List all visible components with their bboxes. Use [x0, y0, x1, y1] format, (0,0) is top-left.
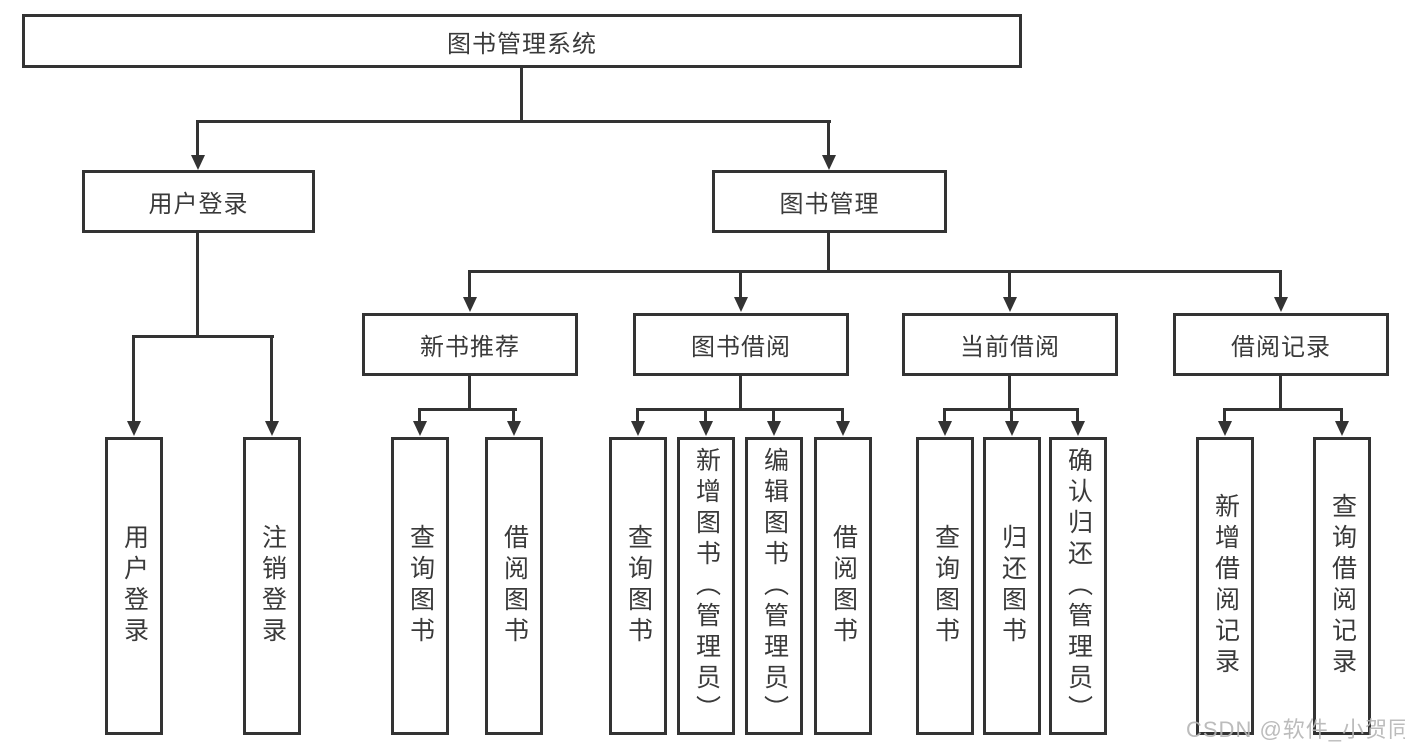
connector-line	[772, 408, 775, 423]
connector-line	[1340, 408, 1343, 423]
leaf-label: 确认归还（管理员）	[1064, 446, 1093, 726]
connector-line	[468, 376, 471, 408]
connector-line	[468, 270, 1282, 273]
leaf-label: 查询图书	[624, 524, 653, 648]
arrow-down-icon	[1071, 421, 1085, 436]
node-borrow-records: 借阅记录	[1173, 313, 1389, 376]
node-label: 图书管理系统	[447, 30, 597, 58]
connector-line	[1008, 270, 1011, 299]
node-label: 借阅记录	[1231, 334, 1331, 361]
connector-line	[704, 408, 707, 423]
node-label: 图书管理	[779, 191, 880, 218]
arrow-down-icon	[822, 155, 836, 170]
arrow-down-icon	[265, 421, 279, 436]
connector-line	[270, 335, 273, 423]
leaf-label: 注销登录	[258, 524, 287, 648]
leaf-add-borrow-record: 新增借阅记录	[1196, 437, 1254, 735]
connector-line	[197, 120, 831, 123]
connector-line	[841, 408, 844, 423]
leaf-query-book-current: 查询图书	[916, 437, 974, 735]
node-new-book-recommend: 新书推荐	[362, 313, 578, 376]
leaf-label: 新增借阅记录	[1211, 493, 1240, 679]
arrow-down-icon	[699, 421, 713, 436]
node-label: 当前借阅	[960, 334, 1060, 361]
connector-line	[418, 408, 517, 411]
connector-line	[196, 120, 199, 156]
connector-line	[739, 376, 742, 408]
node-user-login: 用户登录	[82, 170, 315, 233]
connector-line	[1279, 270, 1282, 299]
node-label: 新书推荐	[420, 334, 520, 361]
connector-line	[418, 408, 421, 423]
connector-line	[1076, 408, 1079, 423]
leaf-label: 查询图书	[406, 524, 435, 648]
arrow-down-icon	[1005, 421, 1019, 436]
arrow-down-icon	[836, 421, 850, 436]
leaf-borrow-book: 借阅图书	[814, 437, 872, 735]
connector-line	[636, 408, 639, 423]
arrow-down-icon	[1335, 421, 1349, 436]
connector-line	[196, 233, 199, 335]
arrow-down-icon	[631, 421, 645, 436]
connector-line	[739, 270, 742, 299]
leaf-query-book-borrow: 查询图书	[609, 437, 667, 735]
leaf-query-borrow-record: 查询借阅记录	[1313, 437, 1371, 735]
arrow-down-icon	[938, 421, 952, 436]
leaf-label: 查询图书	[931, 524, 960, 648]
leaf-label: 用户登录	[120, 524, 149, 648]
node-book-management: 图书管理	[712, 170, 947, 233]
connector-line	[827, 233, 830, 270]
node-current-borrow: 当前借阅	[902, 313, 1118, 376]
arrow-down-icon	[767, 421, 781, 436]
connector-line	[132, 335, 274, 338]
connector-line	[1010, 408, 1013, 423]
leaf-query-book-recommend: 查询图书	[391, 437, 449, 735]
leaf-borrow-book-recommend: 借阅图书	[485, 437, 543, 735]
leaf-logout: 注销登录	[243, 437, 301, 735]
connector-line	[132, 335, 135, 423]
connector-line	[1223, 408, 1343, 411]
connector-line	[943, 408, 946, 423]
connector-line	[1223, 408, 1226, 423]
node-label: 用户登录	[148, 191, 249, 218]
leaf-user-login: 用户登录	[105, 437, 163, 735]
leaf-label: 借阅图书	[500, 524, 529, 648]
connector-line	[1279, 376, 1282, 408]
leaf-label: 借阅图书	[829, 524, 858, 648]
arrow-down-icon	[1218, 421, 1232, 436]
connector-line	[520, 68, 523, 120]
leaf-return-book: 归还图书	[983, 437, 1041, 735]
node-library-management-system: 图书管理系统	[22, 14, 1022, 68]
leaf-confirm-return-admin: 确认归还（管理员）	[1049, 437, 1107, 735]
arrow-down-icon	[1274, 297, 1288, 312]
leaf-add-book-admin: 新增图书（管理员）	[677, 437, 735, 735]
connector-line	[827, 120, 830, 156]
node-book-borrow: 图书借阅	[633, 313, 849, 376]
arrow-down-icon	[507, 421, 521, 436]
node-label: 图书借阅	[691, 334, 791, 361]
arrow-down-icon	[1003, 297, 1017, 312]
arrow-down-icon	[734, 297, 748, 312]
arrow-down-icon	[127, 421, 141, 436]
watermark: CSDN @软件_小贺同学	[1186, 717, 1405, 742]
connector-line	[1008, 376, 1011, 408]
connector-line	[636, 408, 844, 411]
leaf-label: 新增图书（管理员）	[692, 446, 721, 726]
leaf-label: 归还图书	[998, 524, 1027, 648]
connector-line	[512, 408, 515, 423]
leaf-label: 编辑图书（管理员）	[760, 446, 789, 726]
arrow-down-icon	[463, 297, 477, 312]
arrow-down-icon	[413, 421, 427, 436]
connector-line	[468, 270, 471, 299]
arrow-down-icon	[191, 155, 205, 170]
leaf-label: 查询借阅记录	[1328, 493, 1357, 679]
leaf-edit-book-admin: 编辑图书（管理员）	[745, 437, 803, 735]
